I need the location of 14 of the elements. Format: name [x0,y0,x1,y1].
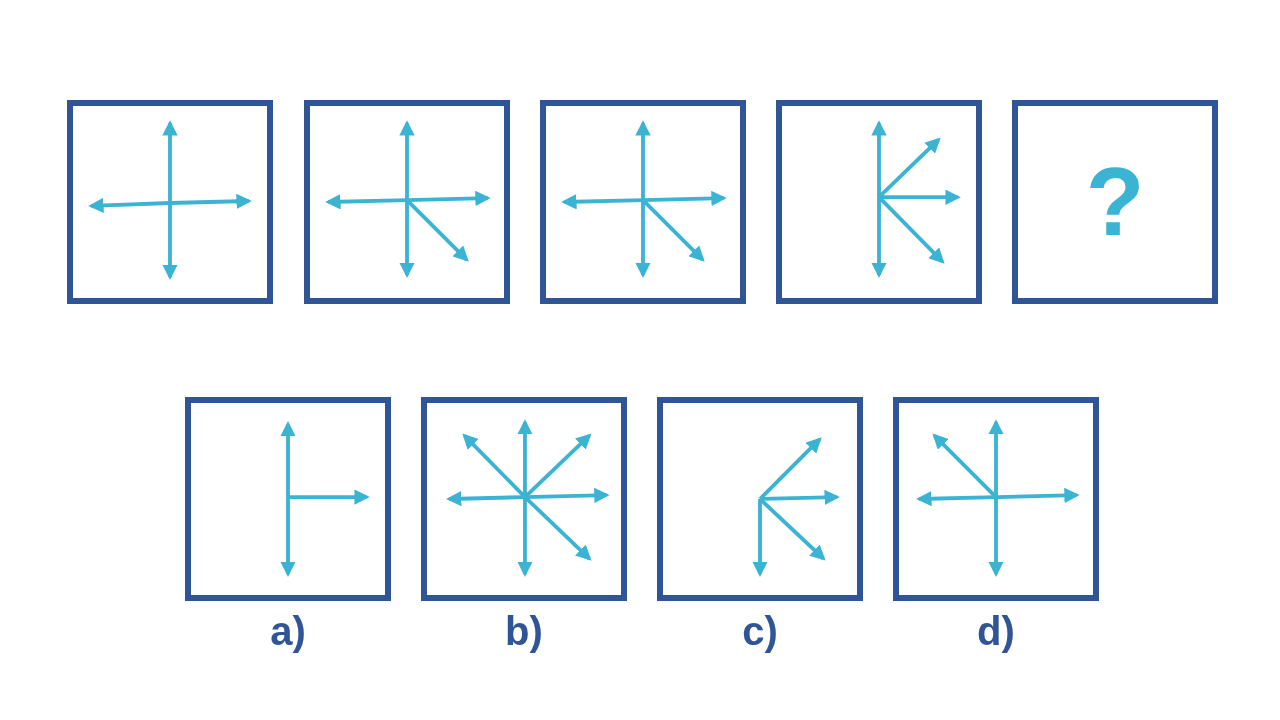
figure-box [185,397,391,601]
figure-box [657,397,863,601]
option-label: b) [505,611,543,651]
figure-box [540,100,746,304]
figure-box [67,100,273,304]
figure-box [776,100,982,304]
option-label: a) [270,611,306,651]
question-mark: ? [1085,154,1145,250]
figure-box [893,397,1099,601]
figure-box [421,397,627,601]
figure-box [304,100,510,304]
question-box [1012,100,1218,304]
option-label: c) [742,611,778,651]
option-label: d) [977,611,1015,651]
